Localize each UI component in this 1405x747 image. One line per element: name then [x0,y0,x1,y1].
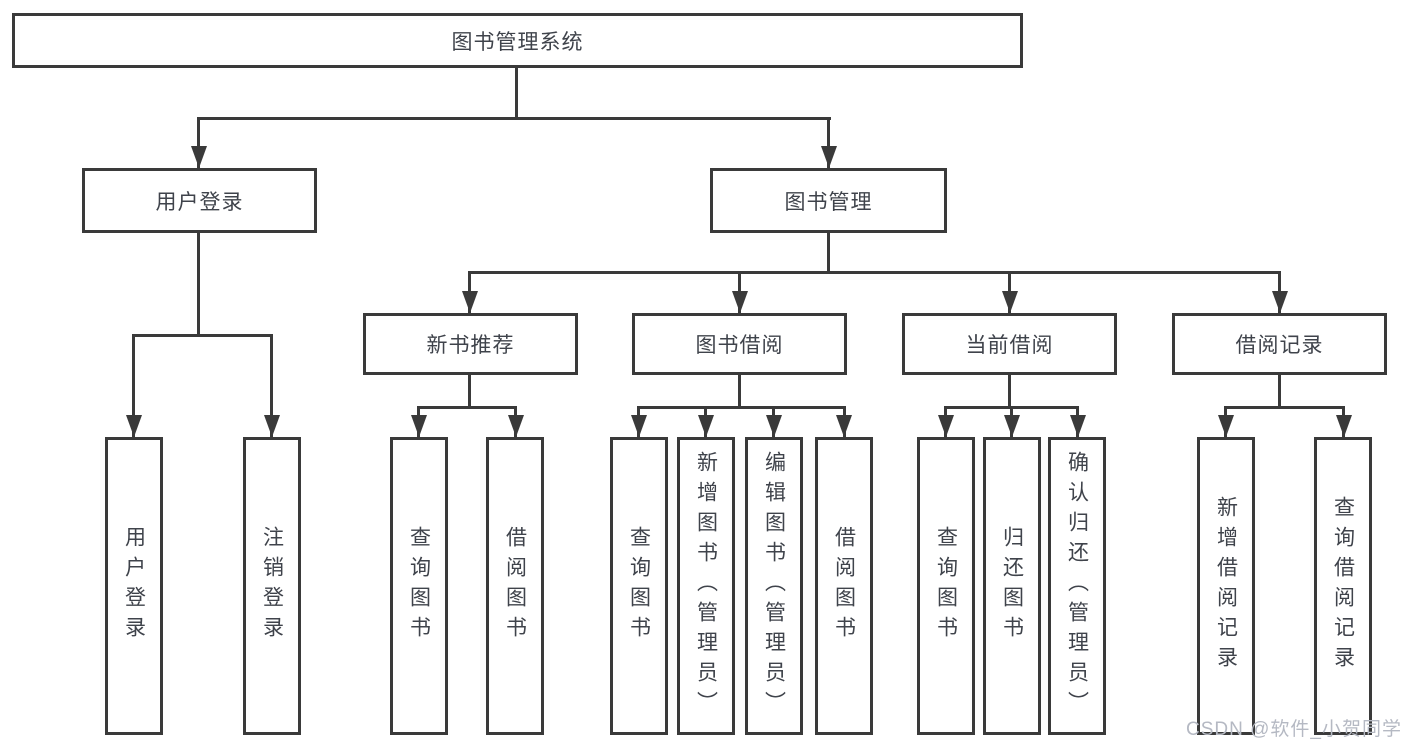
leaf-query-books-1: 查询图书 [390,437,448,735]
leaf-label: 查询图书 [407,526,431,646]
arrow-down-icon [411,415,427,437]
node-book-management: 图书管理 [710,168,947,233]
node-label: 借阅记录 [1235,334,1324,357]
arrow-down-icon [1002,291,1018,313]
leaf-add-books-admin: 新增图书（管理员） [677,437,735,735]
arrow-down-icon [126,415,142,437]
leaf-borrow-books-1: 借阅图书 [486,437,544,735]
node-book-borrow: 图书借阅 [632,313,847,375]
connector-vline [515,68,518,118]
connector-hline [637,406,846,409]
leaf-query-borrow-record: 查询借阅记录 [1314,437,1372,735]
leaf-label: 新增借阅记录 [1214,496,1238,676]
arrow-down-icon [631,415,647,437]
connector-vline [1008,375,1011,408]
leaf-label: 借阅图书 [503,526,527,646]
leaf-label: 查询图书 [934,526,958,646]
leaf-query-books-2: 查询图书 [610,437,668,735]
arrow-down-icon [698,415,714,437]
node-label: 用户登录 [155,190,244,214]
leaf-add-borrow-record: 新增借阅记录 [1197,437,1255,735]
arrow-down-icon [732,291,748,313]
arrow-down-icon [1004,415,1020,437]
leaf-label: 新增图书（管理员） [694,451,718,721]
node-new-book-recommend: 新书推荐 [363,313,578,375]
leaf-label: 查询图书 [627,526,651,646]
connector-vline [468,375,471,408]
csdn-watermark: CSDN @软件_小贺同学 [1186,719,1402,740]
leaf-return-books: 归还图书 [983,437,1041,735]
connector-vline [132,334,135,437]
node-label: 图书管理系统 [451,30,584,54]
connector-vline [197,233,200,335]
connector-vline [738,375,741,408]
connector-vline [1278,375,1281,408]
arrow-down-icon [1336,415,1352,437]
leaf-query-books-3: 查询图书 [917,437,975,735]
node-user-login: 用户登录 [82,168,317,233]
connector-hline [468,271,1281,274]
leaf-edit-books-admin: 编辑图书（管理员） [745,437,803,735]
connector-vline [270,334,273,437]
leaf-label: 借阅图书 [832,526,856,646]
connector-hline [1224,406,1345,409]
arrow-down-icon [1218,415,1234,437]
arrow-down-icon [508,415,524,437]
arrow-down-icon [836,415,852,437]
node-label: 图书管理 [784,190,873,214]
leaf-confirm-return-admin: 确认归还（管理员） [1048,437,1106,735]
leaf-borrow-books-2: 借阅图书 [815,437,873,735]
node-label: 图书借阅 [695,334,784,357]
arrow-down-icon [1070,415,1086,437]
arrow-down-icon [462,291,478,313]
arrow-down-icon [264,415,280,437]
node-library-system: 图书管理系统 [12,13,1023,68]
node-current-borrow: 当前借阅 [902,313,1117,375]
connector-vline [827,233,830,273]
leaf-label: 编辑图书（管理员） [762,451,786,721]
leaf-label: 注销登录 [260,526,284,646]
leaf-label: 确认归还（管理员） [1065,451,1089,721]
connector-vline [197,117,200,168]
connector-vline [827,117,830,168]
leaf-label: 查询借阅记录 [1331,496,1355,676]
arrow-down-icon [821,146,837,168]
leaf-user-login: 用户登录 [105,437,163,735]
leaf-logout: 注销登录 [243,437,301,735]
leaf-label: 用户登录 [122,526,146,646]
connector-hline [132,334,273,337]
node-borrow-records: 借阅记录 [1172,313,1387,375]
arrow-down-icon [766,415,782,437]
arrow-down-icon [191,146,207,168]
connector-hline [197,117,831,120]
node-label: 新书推荐 [426,334,515,357]
connector-hline [417,406,517,409]
arrow-down-icon [1272,291,1288,313]
arrow-down-icon [938,415,954,437]
leaf-label: 归还图书 [1000,526,1024,646]
node-label: 当前借阅 [965,334,1054,357]
